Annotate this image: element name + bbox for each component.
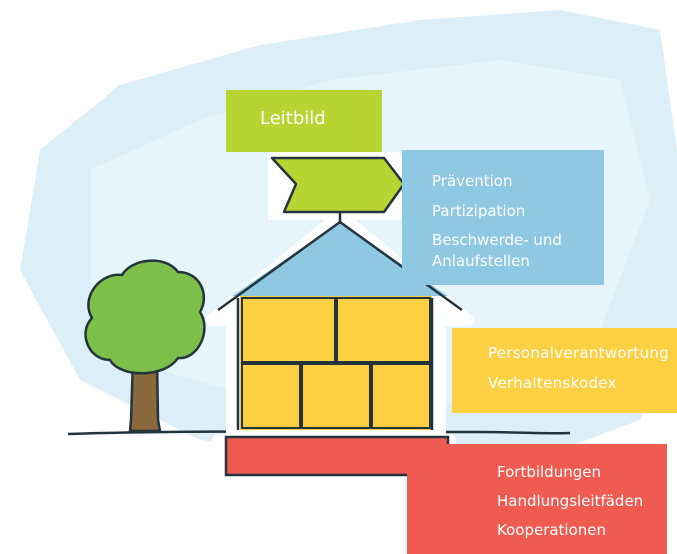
partizipation-item: Partizipation bbox=[432, 202, 526, 220]
arrow-sign-icon bbox=[268, 152, 412, 224]
beschwerde-item: Beschwerde- und bbox=[432, 231, 562, 249]
tree-icon bbox=[84, 259, 206, 433]
fortbildungen-item: Fortbildungen bbox=[497, 463, 601, 481]
personalverantwortung-item: Personalverantwortung bbox=[488, 344, 669, 362]
fortbildung-box: Fortbildungen Handlungsleitfäden Koopera… bbox=[407, 444, 667, 554]
praevention-item: Prävention bbox=[432, 172, 513, 190]
kooperationen-item: Kooperationen bbox=[497, 521, 607, 539]
anlaufstellen-item: Anlaufstellen bbox=[432, 252, 530, 270]
verhaltenskodex-item: Verhaltenskodex bbox=[488, 374, 617, 392]
house-icon bbox=[206, 209, 474, 486]
leitbild-label: Leitbild bbox=[260, 108, 326, 129]
leitbild-box: Leitbild bbox=[226, 90, 382, 152]
praevention-box: Prävention Partizipation Beschwerde- und… bbox=[402, 150, 604, 285]
personal-box: Personalverantwortung Verhaltenskodex bbox=[452, 328, 677, 413]
handlungsleitfaeden-item: Handlungsleitfäden bbox=[497, 492, 644, 510]
